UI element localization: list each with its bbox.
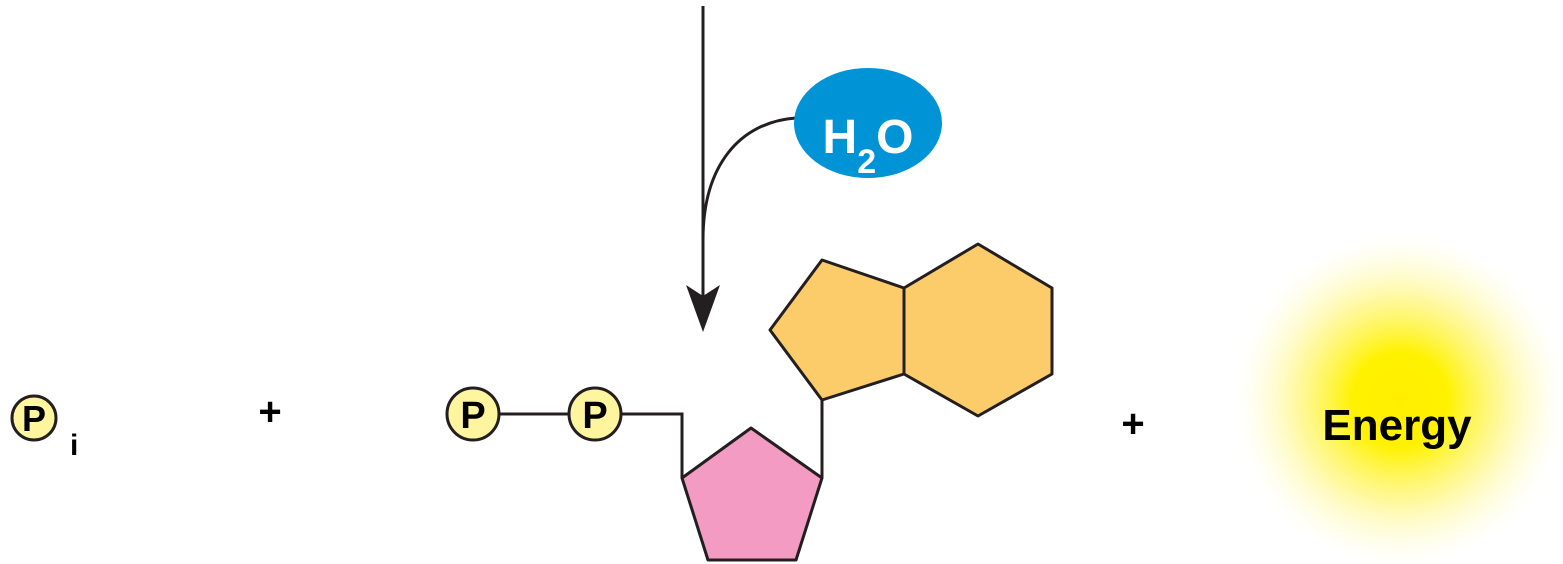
pi-phosphate-circle bbox=[10, 394, 58, 442]
water-subscript: 2 bbox=[857, 143, 876, 181]
water-curve bbox=[701, 116, 797, 241]
water-o: O bbox=[876, 111, 913, 164]
water-formula: H2O bbox=[823, 111, 914, 181]
inorganic-phosphate: P i bbox=[10, 394, 78, 462]
phosphate-circle-2 bbox=[567, 386, 623, 442]
adp-molecule: P P bbox=[445, 242, 1054, 562]
pi-phosphate-label: P bbox=[22, 398, 46, 439]
energy-glow bbox=[1230, 230, 1563, 564]
base-pentagon bbox=[768, 258, 906, 402]
water-molecule: H2O bbox=[794, 68, 942, 181]
water-h: H bbox=[823, 111, 858, 164]
phosphate-circle-1 bbox=[445, 386, 501, 442]
hydrolysis-arrow bbox=[686, 6, 797, 332]
phosphate-ribose-bond bbox=[618, 412, 684, 478]
plus-sign-right: + bbox=[1121, 402, 1144, 446]
plus-sign-left: + bbox=[258, 390, 281, 434]
base-hexagon bbox=[902, 242, 1054, 418]
phosphate-label-1: P bbox=[460, 395, 485, 437]
water-ellipse bbox=[794, 68, 942, 178]
ribose-pentagon bbox=[680, 426, 824, 562]
energy-label: Energy bbox=[1322, 401, 1472, 450]
energy: Energy bbox=[1230, 230, 1563, 564]
phosphate-label-2: P bbox=[582, 395, 607, 437]
pi-subscript: i bbox=[70, 429, 78, 462]
arrowhead bbox=[686, 285, 720, 332]
